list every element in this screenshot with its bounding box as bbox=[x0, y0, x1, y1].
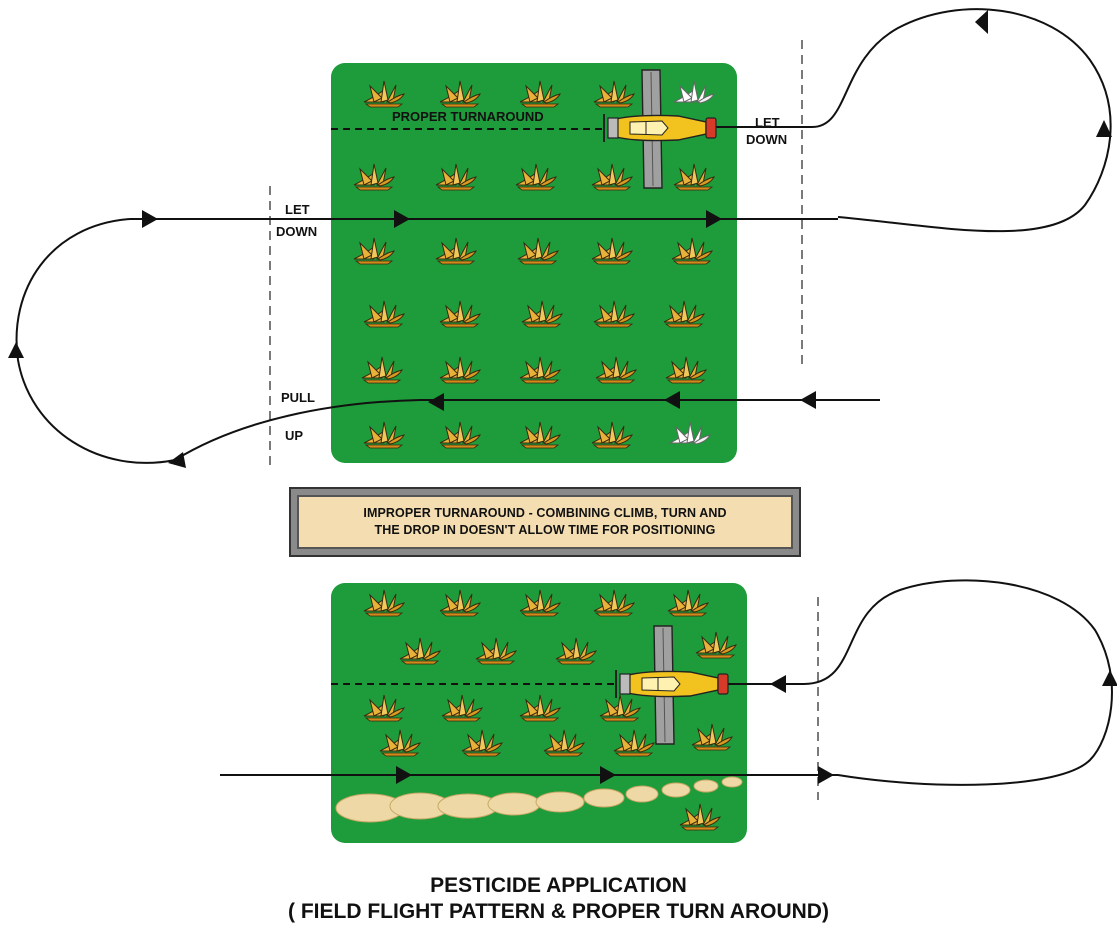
direction-arrow-icon bbox=[428, 393, 444, 411]
direction-arrow-icon bbox=[818, 766, 834, 784]
direction-arrow-icon bbox=[664, 391, 680, 409]
improper-turnaround-banner: IMPROPER TURNAROUND - COMBINING CLIMB, T… bbox=[289, 487, 801, 557]
direction-arrow-icon bbox=[800, 391, 816, 409]
direction-arrow-icon bbox=[975, 10, 988, 34]
caption-title: PESTICIDE APPLICATION bbox=[430, 874, 687, 897]
direction-arrow-icon bbox=[142, 210, 158, 228]
proper-turnaround-loop-path bbox=[706, 8, 1112, 233]
direction-arrow-icon bbox=[770, 675, 786, 693]
let-down-left-label-line2: DOWN bbox=[276, 224, 317, 239]
direction-arrow-icon bbox=[394, 210, 410, 228]
direction-arrow-icon bbox=[396, 766, 412, 784]
bottom-arrows bbox=[396, 670, 1117, 784]
direction-arrow-icon bbox=[600, 766, 616, 784]
bottom-turnaround-loop-path bbox=[220, 579, 1113, 786]
improper-turnaround-banner-inner: IMPROPER TURNAROUND - COMBINING CLIMB, T… bbox=[297, 495, 793, 549]
pull-up-label-line1: PULL bbox=[281, 390, 315, 405]
let-down-right-label-line1: LET bbox=[755, 115, 780, 130]
top-arrows bbox=[8, 10, 1112, 468]
pull-up-label-line2: UP bbox=[285, 428, 303, 443]
direction-arrow-icon bbox=[706, 210, 722, 228]
spray-cloud bbox=[335, 776, 743, 823]
proper-turnaround-label: PROPER TURNAROUND bbox=[392, 109, 544, 124]
direction-arrow-icon bbox=[8, 342, 24, 358]
improper-turnaround-loop-path bbox=[15, 218, 880, 464]
let-down-left-label-line1: LET bbox=[285, 202, 310, 217]
banner-line-2: THE DROP IN DOESN'T ALLOW TIME FOR POSIT… bbox=[374, 523, 716, 537]
banner-line-1: IMPROPER TURNAROUND - COMBINING CLIMB, T… bbox=[363, 506, 727, 520]
direction-arrow-icon bbox=[168, 452, 186, 468]
direction-arrow-icon bbox=[1096, 120, 1112, 137]
let-down-right-label-line2: DOWN bbox=[746, 132, 787, 147]
direction-arrow-icon bbox=[1102, 670, 1117, 686]
caption-subtitle: ( FIELD FLIGHT PATTERN & PROPER TURN ARO… bbox=[288, 900, 829, 923]
